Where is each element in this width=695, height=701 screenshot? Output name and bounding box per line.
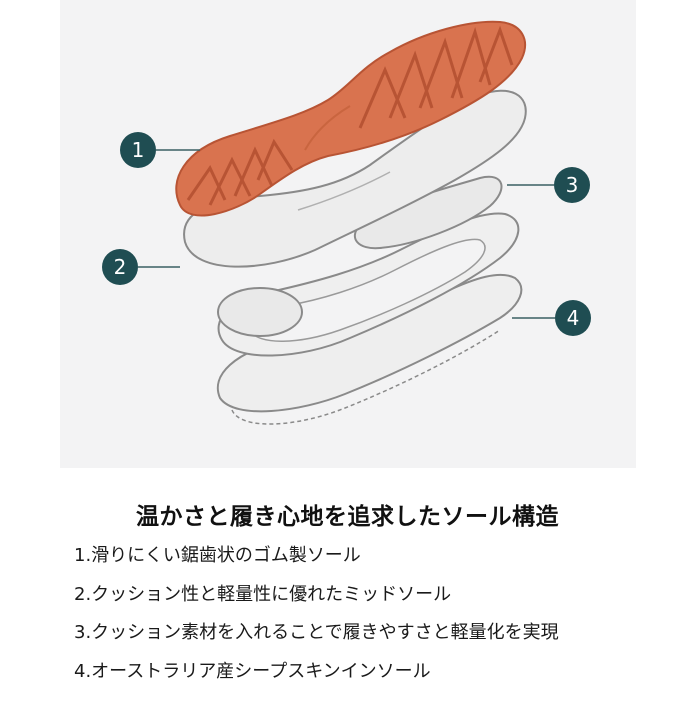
callout-1-number: 1 <box>132 138 145 162</box>
feature-item-1: 1.滑りにくい鋸歯状のゴム製ソール <box>74 545 361 566</box>
callout-4: 4 <box>555 300 591 336</box>
layer-1-outsole <box>175 20 527 217</box>
feature-item-4: 4.オーストラリア産シープスキンインソール <box>74 661 431 683</box>
sole-layers-illustration: 1 2 3 4 <box>102 20 591 425</box>
callout-3: 3 <box>554 167 590 203</box>
callout-1: 1 <box>120 132 156 168</box>
feature-item-2: 2.クッション性と軽量性に優れたミッドソール <box>74 583 452 605</box>
feature-item-3: 3.クッション素材を入れることで履きやすさと軽量化を実現 <box>74 622 559 644</box>
callout-3-number: 3 <box>566 173 579 197</box>
callout-2: 2 <box>102 249 138 285</box>
callout-4-number: 4 <box>567 306 580 330</box>
feature-list: 1.滑りにくい鋸歯状のゴム製ソール 2.クッション性と軽量性に優れたミッドソール… <box>74 546 559 701</box>
sole-diagram-panel: 1 2 3 4 <box>60 0 636 468</box>
section-heading: 温かさと履き心地を追求したソール構造 <box>136 504 559 530</box>
layer-2-midsole <box>183 89 527 268</box>
callout-2-number: 2 <box>114 255 127 279</box>
cushion-inserts <box>217 175 503 337</box>
callout-leaders <box>138 149 555 319</box>
